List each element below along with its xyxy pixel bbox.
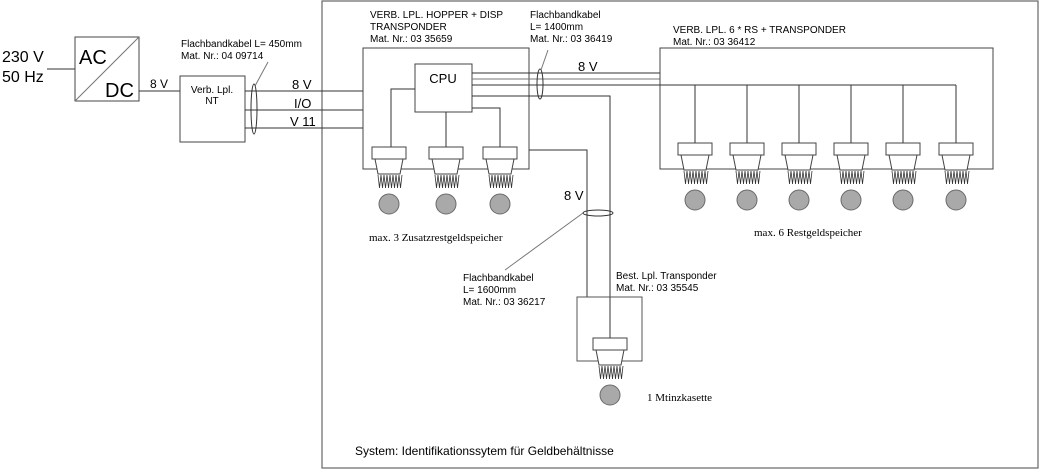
- coin-container-icon: [378, 193, 400, 215]
- input-frequency-label: 50 Hz: [2, 69, 44, 86]
- down-wire-board: [529, 149, 588, 297]
- sensor-body: [941, 154, 971, 171]
- cable-1-leader: [254, 61, 269, 87]
- sensor-body: [836, 154, 866, 171]
- coil-icon: [683, 170, 709, 185]
- sensor-body: [680, 154, 710, 171]
- sensor-head: [371, 146, 407, 160]
- sensor-body: [732, 154, 762, 171]
- acdc-converter: AC DC: [74, 36, 140, 102]
- rs-board-matnr: Mat. Nr.: 03 36412: [673, 37, 756, 48]
- sensor-head: [592, 337, 628, 351]
- zusatz-caption: max. 3 Zusatzrestgeldspeicher: [369, 232, 503, 244]
- cable-3-label-1: Flachbandkabel: [463, 273, 534, 284]
- rest-sensor: [938, 85, 974, 211]
- sensor-body: [374, 158, 404, 175]
- cable-3-leader: [504, 212, 584, 271]
- sensor-body: [485, 158, 515, 175]
- system-frame: [321, 0, 1039, 469]
- nt-board: Verb. Lpl. NT: [179, 75, 246, 143]
- sensor-head: [938, 142, 974, 156]
- signal-label-v11: V 11: [290, 114, 316, 129]
- cable-2-label-1: Flachbandkabel: [530, 10, 601, 21]
- coil-icon: [787, 170, 813, 185]
- down-voltage-label: 8 V: [564, 188, 584, 203]
- rs-board: [659, 47, 994, 170]
- rest-sensor: [833, 85, 869, 211]
- rs-board-title: VERB. LPL. 6 * RS + TRANSPONDER: [673, 25, 846, 36]
- coil-icon: [839, 170, 865, 185]
- sensor-head: [428, 146, 464, 160]
- sensor-head: [677, 142, 713, 156]
- rest-caption: max. 6 Restgeldspeicher: [754, 227, 862, 239]
- coin-container-icon: [945, 189, 967, 211]
- coin-container-icon: [489, 193, 511, 215]
- zusatz-sensor: [482, 146, 518, 215]
- coil-icon: [598, 365, 624, 380]
- coil-icon: [434, 174, 460, 189]
- coin-container-icon: [684, 189, 706, 211]
- coin-container-icon: [892, 189, 914, 211]
- nt-board-label-2: NT: [205, 96, 218, 107]
- cable-1-marker: [250, 83, 258, 135]
- sensor-heads: [371, 85, 974, 406]
- coin-container-icon: [788, 189, 810, 211]
- coin-container-icon: [840, 189, 862, 211]
- rest-sensor: [781, 85, 817, 211]
- converter-dc-label: DC: [105, 80, 134, 102]
- cable-2-marker: [536, 68, 544, 100]
- sensor-head: [781, 142, 817, 156]
- coil-icon: [488, 174, 514, 189]
- hopper-board-matnr: Mat. Nr.: 03 35659: [370, 34, 453, 45]
- bus-voltage-label: 8 V: [578, 59, 598, 74]
- zusatz-sensor: [428, 146, 464, 215]
- coin-container-icon: [599, 384, 621, 406]
- sensor-body: [888, 154, 918, 171]
- cpu-box: [414, 63, 473, 113]
- signal-label-8v: 8 V: [292, 77, 312, 92]
- coin-container-icon: [435, 193, 457, 215]
- hopper-board-title-1: VERB. LPL. HOPPER + DISP: [370, 10, 503, 21]
- converter-ac-label: AC: [79, 47, 107, 69]
- sensor-head: [482, 146, 518, 160]
- coil-icon: [735, 170, 761, 185]
- rest-sensor: [729, 85, 765, 211]
- rest-sensor: [885, 85, 921, 211]
- cable-2-label-2: L= 1400mm: [530, 22, 583, 33]
- cable-1-label-1: Flachbandkabel L= 450mm: [181, 39, 302, 50]
- cassette-caption: 1 Mtinzkasette: [647, 392, 712, 404]
- sensor-body: [431, 158, 461, 175]
- coil-icon: [377, 174, 403, 189]
- transponder-board-matnr: Mat. Nr.: 03 35545: [616, 283, 699, 294]
- sensor-head: [729, 142, 765, 156]
- cable-1-label-2: Mat. Nr.: 04 09714: [181, 51, 264, 62]
- sensor-head: [885, 142, 921, 156]
- converter-output-voltage: 8 V: [150, 77, 168, 91]
- cpu-wire-left: [390, 88, 415, 147]
- input-voltage-label: 230 V: [2, 49, 44, 66]
- sensor-body: [595, 349, 625, 366]
- coil-icon: [944, 170, 970, 185]
- cable-2-label-3: Mat. Nr.: 03 36419: [530, 34, 613, 45]
- cassette-sensor: [592, 337, 628, 406]
- rest-sensor: [677, 85, 713, 211]
- cable-3-label-3: Mat. Nr.: 03 36217: [463, 297, 546, 308]
- cpu-wire-right: [472, 107, 501, 147]
- hopper-board-title-2: TRANSPONDER: [370, 22, 447, 33]
- cpu-label: CPU: [429, 71, 456, 86]
- signal-label-io: I/O: [294, 96, 311, 111]
- coin-container-icon: [736, 189, 758, 211]
- transponder-board-title: Best. Lpl. Transponder: [616, 271, 717, 282]
- nt-board-label-1: Verb. Lpl.: [191, 85, 233, 96]
- cable-2-leader: [540, 49, 549, 71]
- system-title: System: Identifikationssytem für Geldbeh…: [355, 444, 614, 458]
- sensor-head: [833, 142, 869, 156]
- down-wire-cpu: [472, 95, 611, 338]
- coil-icon: [891, 170, 917, 185]
- sensor-body: [784, 154, 814, 171]
- zusatz-sensor: [371, 146, 407, 215]
- cable-3-label-2: L= 1600mm: [463, 285, 516, 296]
